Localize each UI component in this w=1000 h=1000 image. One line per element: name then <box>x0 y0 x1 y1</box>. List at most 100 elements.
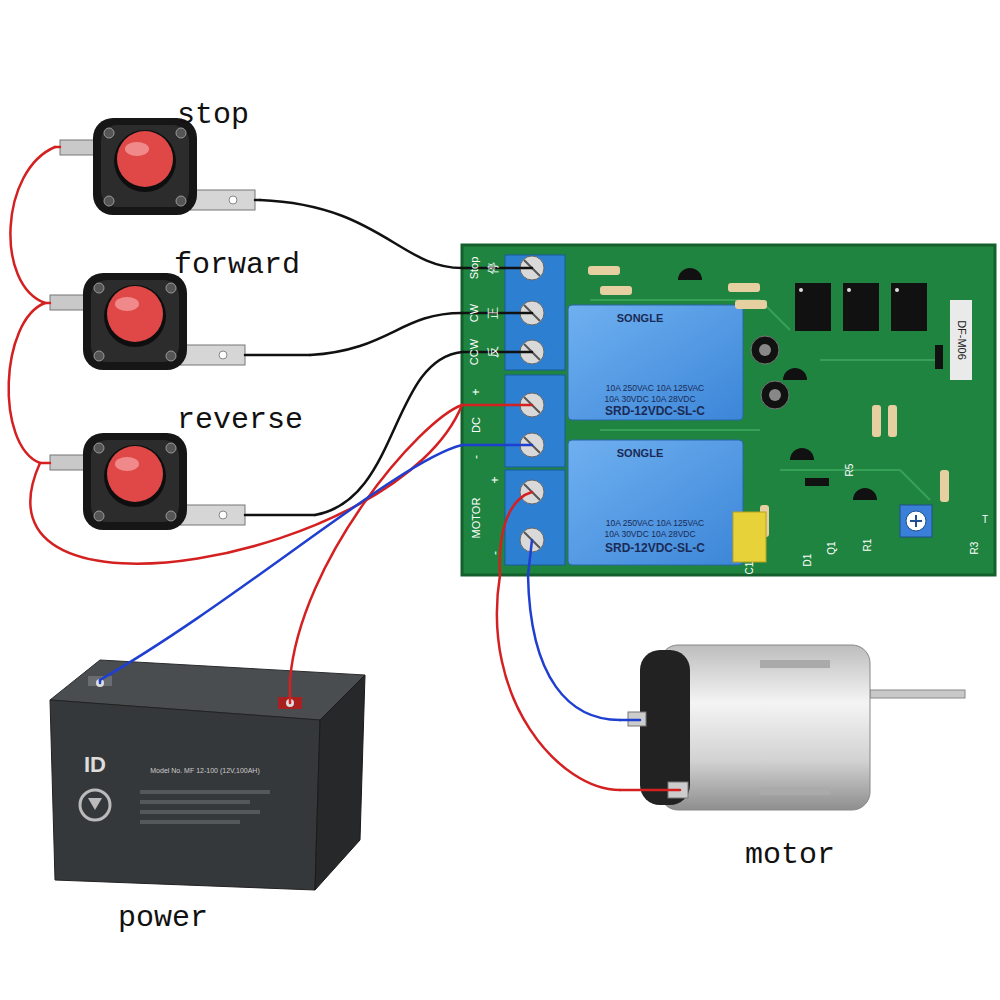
wire-stub <box>528 540 532 575</box>
wire <box>310 313 462 355</box>
motor-shaft <box>870 690 965 698</box>
battery-terminal <box>88 676 112 686</box>
wire-stub <box>99 680 102 683</box>
capacitor-top <box>769 389 781 401</box>
part-label: power <box>118 903 208 933</box>
component-ref: D1 <box>803 554 813 567</box>
pot-slot <box>910 515 922 527</box>
transistor <box>678 268 702 280</box>
wire-stub <box>255 199 260 202</box>
optocoupler <box>843 283 879 331</box>
part-label: forward <box>174 250 300 280</box>
transistor <box>783 368 807 380</box>
battery-print <box>140 800 250 804</box>
pin-dot <box>799 288 803 292</box>
wire <box>10 147 55 303</box>
wire-stub <box>289 680 292 703</box>
resistor-symbol <box>888 405 897 437</box>
resistor-symbol <box>940 470 949 502</box>
battery-side <box>315 675 365 890</box>
resistor-symbol <box>728 283 760 292</box>
optocoupler <box>795 283 831 331</box>
battery-node: power <box>40 680 380 940</box>
button-node: reverse <box>40 400 315 535</box>
terminal-block <box>505 470 565 565</box>
terminal-name: DC <box>471 417 482 433</box>
pot-knob <box>906 511 926 531</box>
recycle-symbol <box>88 798 102 810</box>
capacitor-top <box>759 344 771 356</box>
terminal-name: + <box>489 476 501 483</box>
terminal-name: + <box>470 388 482 395</box>
capacitor <box>751 336 779 364</box>
diode <box>805 478 829 486</box>
wire <box>290 405 462 680</box>
resistor-symbol <box>872 405 881 437</box>
terminal-block <box>505 375 565 467</box>
wire <box>497 575 620 790</box>
circuit-board <box>462 245 995 575</box>
diode <box>935 345 943 369</box>
component-ref: R1 <box>863 539 873 552</box>
motor-body <box>660 645 870 810</box>
relay-model: SRD-12VDC-SL-C <box>605 542 705 554</box>
battery-terminal <box>96 679 104 687</box>
wire-stub <box>620 719 640 722</box>
terminal-name: - <box>489 551 501 555</box>
wire-stub <box>40 462 50 465</box>
battery-print <box>140 810 260 814</box>
wire-stub <box>55 146 60 149</box>
relay-brand: SONGLE <box>617 448 663 459</box>
wire <box>9 303 45 463</box>
part-label: motor <box>745 840 835 870</box>
transistor <box>790 448 814 460</box>
terminal-name: 反 <box>487 346 499 358</box>
resistor-symbol <box>588 266 620 275</box>
relay-model: SRD-12VDC-SL-C <box>605 405 705 417</box>
terminal-name: - <box>470 455 482 459</box>
button-node: forward <box>45 248 310 378</box>
motor-endcap <box>640 650 690 805</box>
motor-slot <box>760 660 830 668</box>
component-ref: T <box>982 515 988 525</box>
wire <box>528 575 620 720</box>
pin-dot <box>895 288 899 292</box>
terminal-name: CW <box>469 304 480 322</box>
terminal-name: 停 <box>487 262 499 274</box>
battery-front <box>50 700 320 890</box>
motor-node: motor <box>620 690 880 880</box>
component-ref: R3 <box>970 542 980 555</box>
component-ref: Q1 <box>827 541 837 554</box>
stop-button <box>60 118 255 215</box>
battery-print <box>140 820 240 824</box>
wire-stub <box>245 514 315 517</box>
button-node: stop <box>55 95 260 225</box>
terminal-name: Stop <box>469 257 480 280</box>
relay <box>568 440 743 565</box>
wire-stub <box>462 404 532 407</box>
reverse-button <box>50 433 245 530</box>
relay-rating: 10A 30VDC 10A 28VDC <box>604 530 695 539</box>
wire-stub <box>500 492 532 575</box>
potentiometer <box>900 505 932 537</box>
forward-button <box>50 273 245 370</box>
resistor-symbol <box>600 286 632 295</box>
wire-stubs <box>40 147 680 790</box>
board-model: DF-M06 <box>956 320 967 360</box>
relay-rating: 10A 30VDC 10A 28VDC <box>604 395 695 404</box>
motor-slot <box>760 787 830 795</box>
relay-rating: 10A 250VAC 10A 125VAC <box>606 384 704 393</box>
wire-stub <box>462 444 532 447</box>
terminal-name: CCW <box>469 339 480 365</box>
component-ref: R5 <box>845 464 855 477</box>
optocoupler <box>891 283 927 331</box>
transistor <box>853 488 877 500</box>
capacitor <box>761 381 789 409</box>
board-node: 停正反StopCWCCW+DC-MOTOR+- <box>462 245 995 575</box>
component-ref: C1 <box>745 562 755 575</box>
battery-print <box>140 790 270 794</box>
wire <box>30 405 462 564</box>
